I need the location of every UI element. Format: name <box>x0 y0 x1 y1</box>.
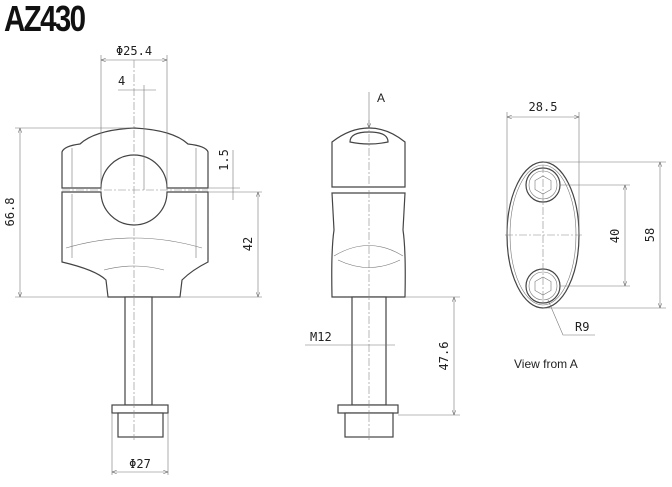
dimension-bar-diameter: Φ25.4 <box>116 44 152 58</box>
dimension-lower-height: 42 <box>241 237 255 251</box>
dimension-radius: R9 <box>575 320 589 334</box>
dimension-bolt-length: 47.6 <box>437 342 451 371</box>
view-arrow-label: A <box>377 91 385 105</box>
part-number-title: AZ430 <box>4 0 86 39</box>
dimension-offset: 4 <box>118 74 125 88</box>
front-view: Φ25.4 4 66.8 1.5 42 Φ27 <box>3 44 262 475</box>
washer <box>111 404 169 414</box>
dimension-thread: M12 <box>310 330 332 344</box>
bolt-shank <box>124 296 153 406</box>
top-view: 28.5 40 58 R9 View from A <box>505 100 666 371</box>
nut <box>117 412 164 438</box>
view-caption: View from A <box>514 357 578 371</box>
upper-clamp <box>61 127 209 189</box>
dimension-width: 28.5 <box>529 100 558 114</box>
dimension-total-height: 66.8 <box>3 198 17 227</box>
side-view: A M12 47.6 <box>305 91 460 440</box>
dimension-length: 58 <box>643 228 657 242</box>
lower-clamp-side <box>331 192 406 298</box>
dimension-base-diameter: Φ27 <box>129 457 151 471</box>
dimension-hole-spacing: 40 <box>608 229 622 243</box>
dimension-gap: 1.5 <box>217 149 231 171</box>
lower-clamp <box>61 191 209 298</box>
